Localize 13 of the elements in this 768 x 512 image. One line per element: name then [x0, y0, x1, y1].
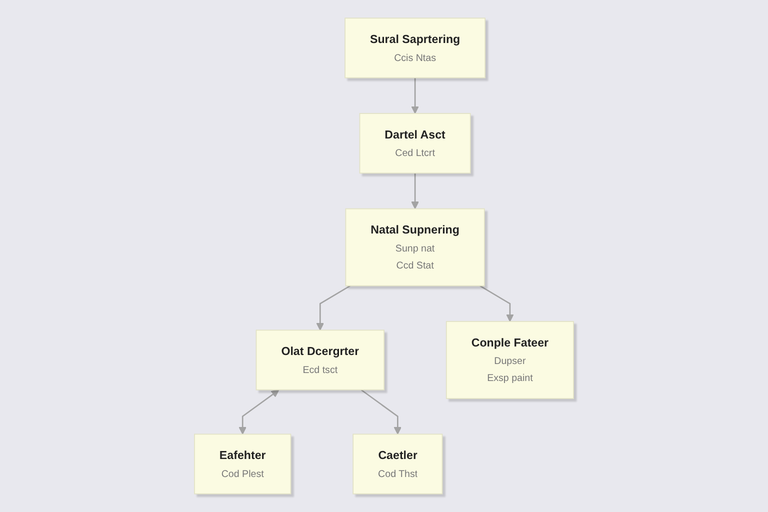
- arrow: [411, 173, 419, 210]
- node-box: Sural Saprtering Ccis Ntas: [344, 18, 486, 78]
- node-box: Caetler Cod Thst: [352, 434, 443, 494]
- node-box: Conple Fateer Dupser Exsp paint: [446, 321, 574, 399]
- arrow: [411, 78, 419, 114]
- arrow: [316, 285, 350, 331]
- node-box: Natal Supnering Sunp nat Ccd Stat: [345, 208, 485, 286]
- node-box: Eafehter Cod Plest: [194, 434, 292, 494]
- arrow: [480, 285, 514, 322]
- node-box: Olat Dcergrter Ecd tsct: [256, 330, 384, 390]
- arrow: [360, 389, 402, 435]
- arrow: [238, 390, 280, 435]
- node-box: Dartel Asct Ced Ltcrt: [359, 113, 471, 174]
